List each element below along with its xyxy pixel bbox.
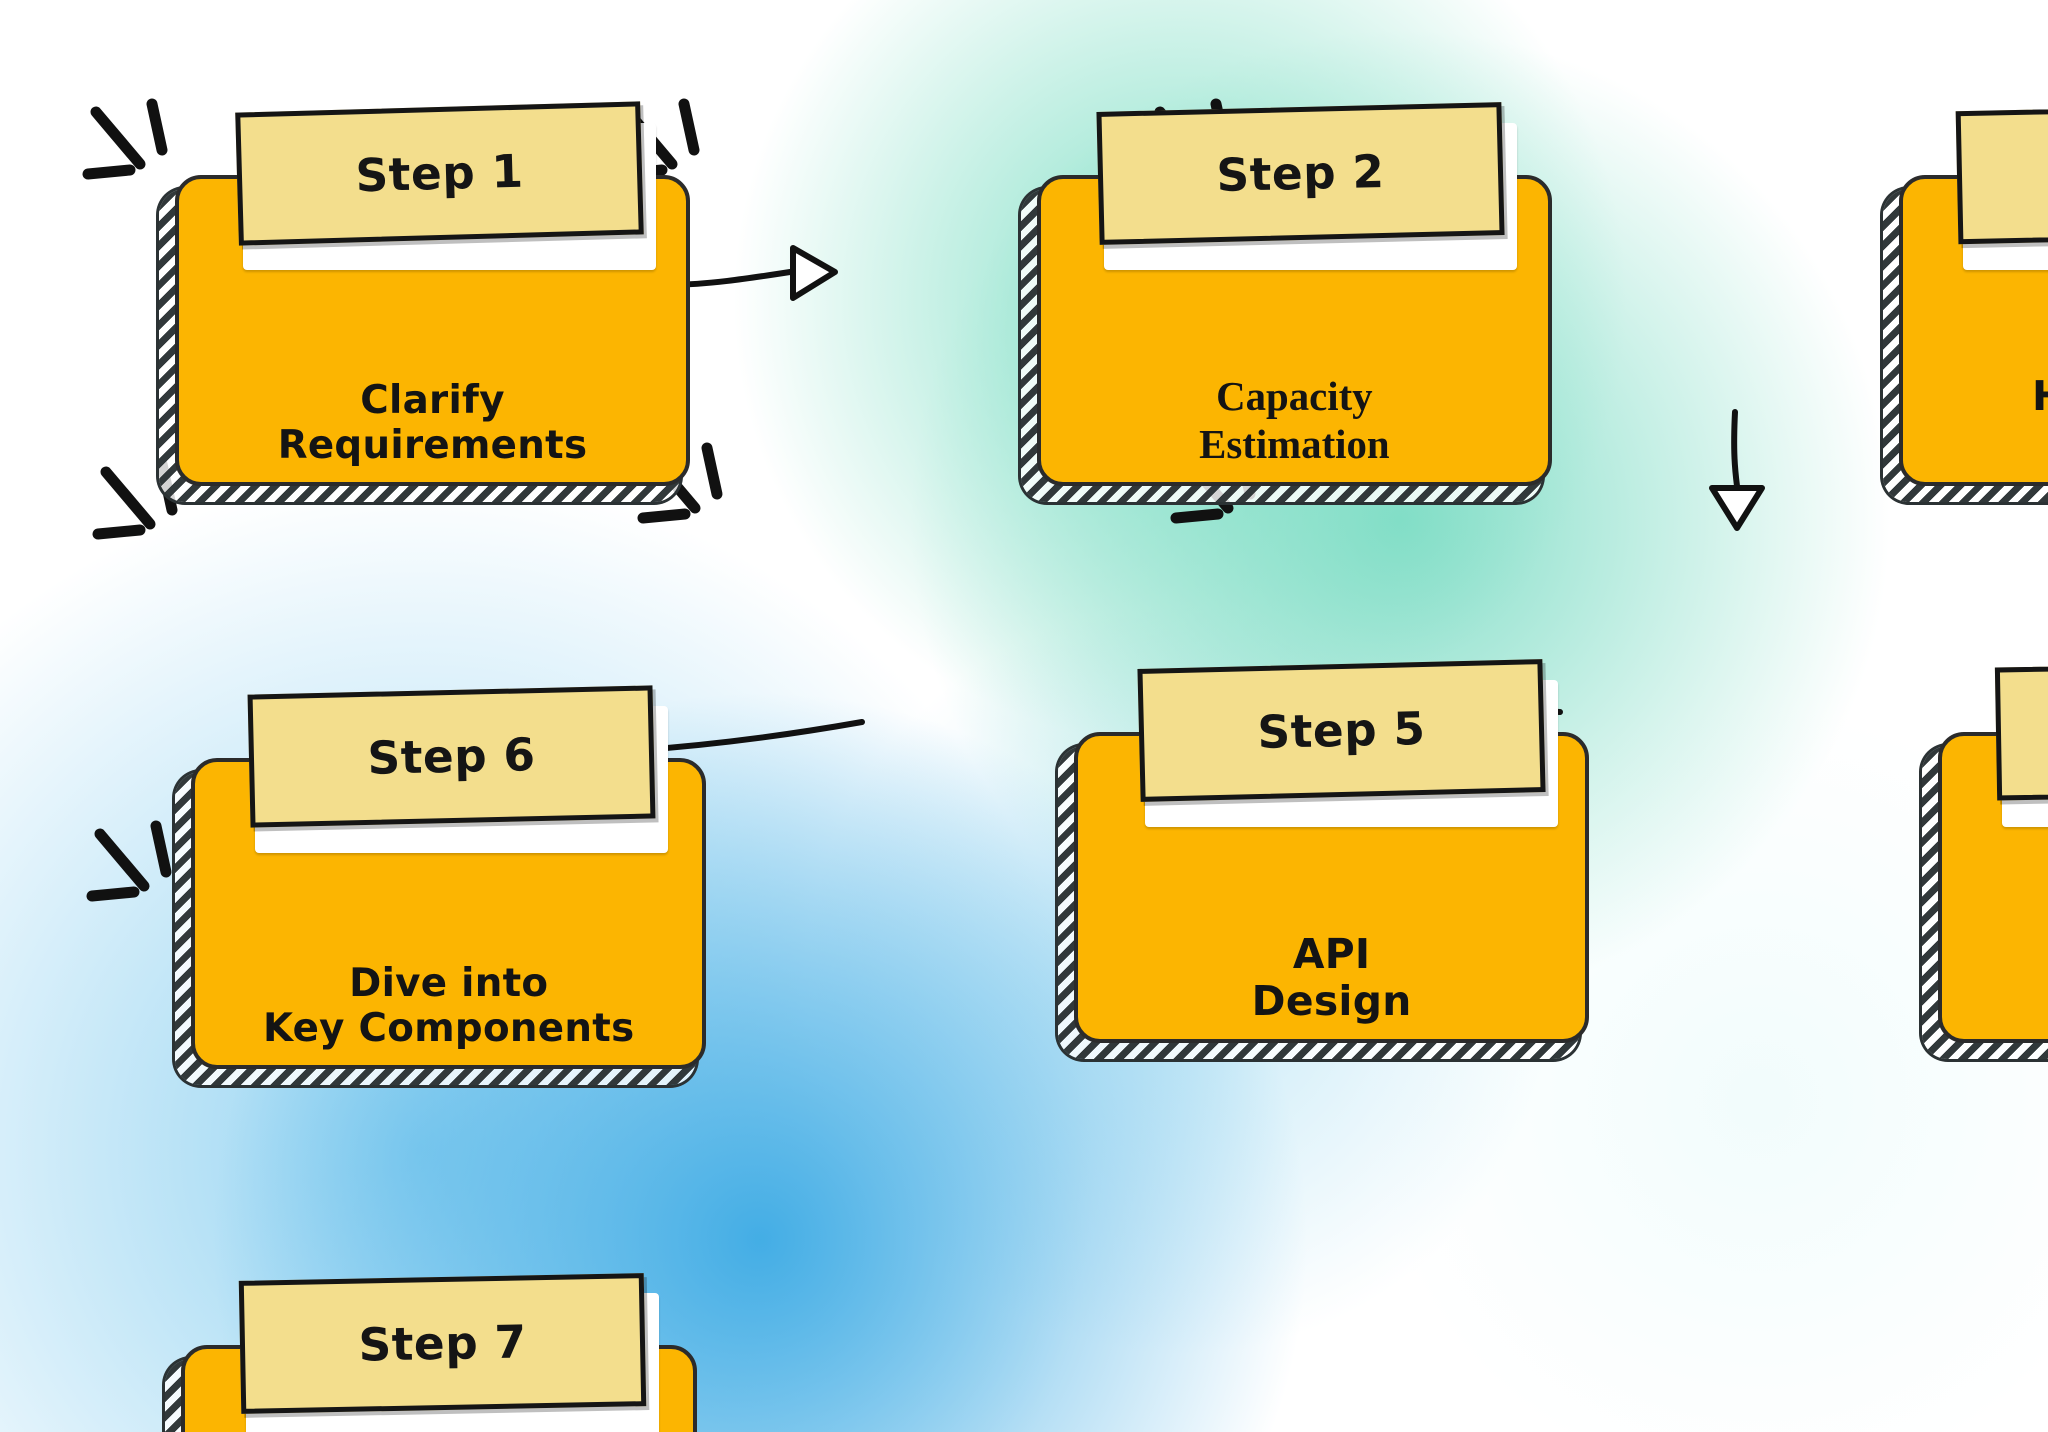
node-body-line: High-Level [1903,372,2048,420]
node-step-label-plate: Step 2 [1096,101,1505,245]
node-body: High-LevelDesign [1903,179,2048,482]
node-body-line: API [1292,929,1371,978]
node-body-line: Design [1903,421,2048,468]
node-step-label-plate: Step 4 [1994,660,2048,801]
node-step-7[interactable]: Address Key Issues:Scalability, Reliabil… [165,1272,697,1432]
node-body-line: Design [1251,976,1412,1025]
node-step-label: Step 2 [1216,144,1386,202]
node-step-label-plate: Step 6 [248,685,656,828]
node-body-line: Capacity [1216,374,1373,420]
node-step-label-plate: Step 5 [1137,659,1546,802]
node-body-line: Clarify [360,378,505,424]
node-body-line: Design [1942,978,2048,1025]
node-step-label-plate: Step 3 [1955,102,2048,244]
node-step-label: Step 5 [1256,702,1426,760]
node-body-line: Dive into [349,961,549,1007]
node-step-4[interactable]: DatabaseDesign Step 4 [1921,660,2048,1060]
node-step-label: Step 6 [367,728,537,785]
node-body-line: Key Components [262,1006,635,1052]
node-body-line: Requirements [277,423,588,468]
node-step-label: Step 7 [357,1314,527,1372]
node-body-line: Database [1942,931,2048,978]
node-body-line: Estimation [1199,421,1390,467]
node-step-label: Step 1 [354,144,524,203]
node-step-3[interactable]: High-LevelDesignStep 3 [1882,102,2048,502]
node-step-label-plate: Step 7 [238,1272,646,1414]
node-step-label-plate: Step 1 [234,101,644,246]
